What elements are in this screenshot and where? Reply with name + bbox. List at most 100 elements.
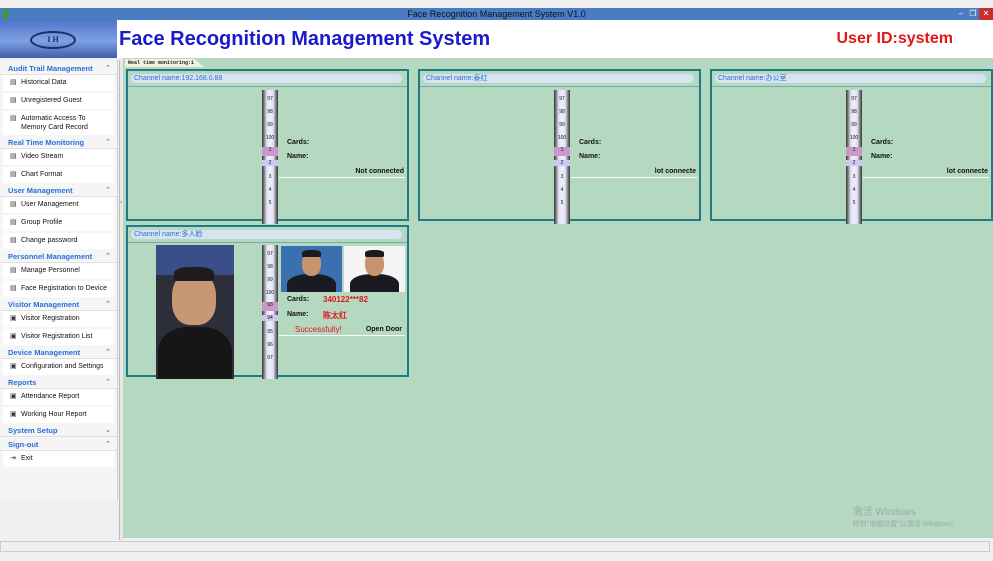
nav-manage-personnel[interactable]: ▤Manage Personnel	[3, 263, 114, 279]
chevron-up-icon[interactable]: ⌃	[105, 65, 111, 72]
channel-panel: Channel name:192.168.0.88 97 98 99 100 1…	[126, 69, 409, 224]
section-visitor[interactable]: Visitor Management ⌃	[0, 299, 117, 311]
collapse-arrow-icon[interactable]: ‹	[120, 200, 122, 206]
ruler-tick: 2	[846, 160, 862, 166]
document-icon: ▤	[10, 153, 17, 160]
ruler-strip: 97 98 99 100 1 2 3 4 5	[846, 90, 862, 224]
company-logo: I H	[0, 20, 117, 58]
ruler-tick: 100	[557, 135, 567, 141]
chevron-up-icon[interactable]: ⌃	[105, 301, 111, 308]
nav-chart-format[interactable]: ▤Chart Format	[3, 167, 114, 183]
id-card-icon: ▣	[10, 411, 17, 418]
ruler-tick: 4	[852, 187, 856, 193]
channel-panel: Channel name:泰红 97 98 99 100 1 2 3 4 5 C…	[418, 69, 701, 224]
watermark-title: 激活 Windows	[852, 507, 917, 518]
page-title: Face Recognition Management System	[119, 28, 491, 50]
name-label: Name:	[287, 311, 309, 318]
exit-icon: ⇥	[10, 455, 16, 462]
ruler-tick: 5	[268, 200, 272, 206]
chevron-up-icon[interactable]: ⌃	[105, 379, 111, 386]
app-header: Face Recognition Management System User …	[117, 20, 993, 58]
nav-change-password[interactable]: ▤Change password	[3, 233, 114, 249]
door-status: Open Door	[365, 326, 402, 333]
ruler-tick: 98	[267, 264, 273, 270]
section-sign-out[interactable]: Sign-out⌃	[0, 439, 117, 451]
ruler-tick: 96	[267, 342, 273, 348]
nav-visitor-list[interactable]: ▣Visitor Registration List	[3, 329, 114, 345]
chevron-up-icon[interactable]: ⌃	[105, 441, 111, 448]
chevron-up-icon[interactable]: ⌃	[105, 349, 111, 356]
ruler-tick: 1	[846, 147, 862, 156]
minimize-button[interactable]: ‒	[958, 9, 964, 18]
channel-name-bar: Channel name:多人脸	[131, 230, 402, 239]
person-hair	[174, 267, 214, 281]
ruler-tick: 4	[268, 187, 272, 193]
nav-historical-data[interactable]: ▤Historical Data	[3, 75, 114, 91]
nav-user-management[interactable]: ▤User Management	[3, 197, 114, 213]
cards-label: Cards:	[287, 296, 310, 303]
section-real-time[interactable]: Real Time Monitoring⌃	[0, 137, 117, 149]
activation-watermark: 激活 Windows 转到"电脑设置"以激活 Windows。	[853, 503, 958, 529]
nav-label: Visitor Registration	[21, 315, 80, 322]
nav-card-record[interactable]: ▤Automatic Access To Memory Card Record	[3, 111, 114, 135]
window-title: Face Recognition Management System V1.0	[407, 9, 586, 19]
sidebar-splitter[interactable]: ‹	[119, 60, 123, 540]
ruler-tick: 98	[559, 109, 565, 115]
ruler-tick: 93	[262, 302, 278, 311]
section-personnel[interactable]: Personnel Management ⌃	[0, 251, 117, 263]
section-title: Visitor Management	[8, 300, 80, 309]
section-system-setup[interactable]: System Setup⌄	[0, 425, 117, 437]
connection-status: Not connected	[355, 168, 404, 175]
section-reports[interactable]: Reports⌃	[0, 377, 117, 389]
chevron-up-icon[interactable]: ⌃	[105, 187, 111, 194]
section-device[interactable]: Device Management⌃	[0, 347, 117, 359]
ruler-tick: 100	[265, 135, 275, 141]
user-id-label: User ID:system	[836, 30, 954, 47]
nav-working-hour-report[interactable]: ▣Working Hour Report	[3, 407, 114, 423]
ruler-tick: 1	[554, 147, 570, 156]
ruler-tick: 100	[849, 135, 859, 141]
nav-label: Change password	[21, 237, 78, 244]
nav-label: Group Profile	[21, 219, 63, 226]
nav-exit[interactable]: ⇥ Exit	[3, 451, 114, 467]
chevron-down-icon[interactable]: ⌄	[105, 427, 111, 434]
logo-mark: I H	[30, 31, 76, 49]
section-audit-trail[interactable]: Audit Trail Management ⌃	[0, 63, 117, 75]
nav-visitor-registration[interactable]: ▣ Visitor Registration	[3, 311, 114, 327]
section-title: Personnel Management	[8, 252, 93, 261]
document-icon: ▤	[10, 171, 17, 178]
nav-label: Attendance Report	[21, 393, 80, 400]
id-card-icon: ▣	[10, 315, 17, 322]
chevron-up-icon[interactable]: ⌃	[105, 253, 111, 260]
channel-name-bar: Channel name:192.168.0.88	[131, 74, 402, 83]
sidebar: Audit Trail Management ⌃ ▤Historical Data…	[0, 60, 118, 500]
person-name: 陈太红	[323, 311, 347, 320]
ruler-tick: 97	[267, 251, 273, 257]
chevron-up-icon[interactable]: ⌃	[105, 139, 111, 146]
ruler-tick: 3	[560, 174, 564, 180]
tab-real-time-monitoring[interactable]: Real time monitoring:1	[125, 59, 205, 67]
registered-photo	[344, 246, 405, 292]
restore-button[interactable]: ❐	[969, 9, 977, 18]
nav-unregistered-guest[interactable]: ▤Unregistered Guest	[3, 93, 114, 109]
ruler-tick: 100	[265, 290, 275, 296]
ruler-tick: 5	[852, 200, 856, 206]
nav-video-stream[interactable]: ▤Video Stream	[3, 149, 114, 165]
nav-label: Exit	[21, 455, 33, 462]
connection-status: lot connecte	[946, 168, 988, 175]
recognition-result: Successfully!	[295, 325, 342, 334]
window-titlebar: Face Recognition Management System V1.0 …	[0, 8, 993, 20]
nav-face-registration[interactable]: ▤Face Registration to Device	[3, 281, 114, 297]
section-user-management[interactable]: User Management⌃	[0, 185, 117, 197]
nav-attendance-report[interactable]: ▣Attendance Report	[3, 389, 114, 405]
cards-label: Cards:	[871, 139, 894, 146]
ruler-tick: 97	[267, 355, 273, 361]
document-icon: ▤	[10, 285, 17, 292]
ruler-tick: 4	[560, 187, 564, 193]
nav-configuration[interactable]: ▣Configuration and Settings	[3, 359, 114, 375]
nav-group-profile[interactable]: ▤Group Profile	[3, 215, 114, 231]
cards-label: Cards:	[579, 139, 602, 146]
section-title: Audit Trail Management	[8, 64, 93, 73]
document-icon: ▤	[10, 201, 17, 208]
close-button[interactable]: ✕	[979, 8, 993, 20]
